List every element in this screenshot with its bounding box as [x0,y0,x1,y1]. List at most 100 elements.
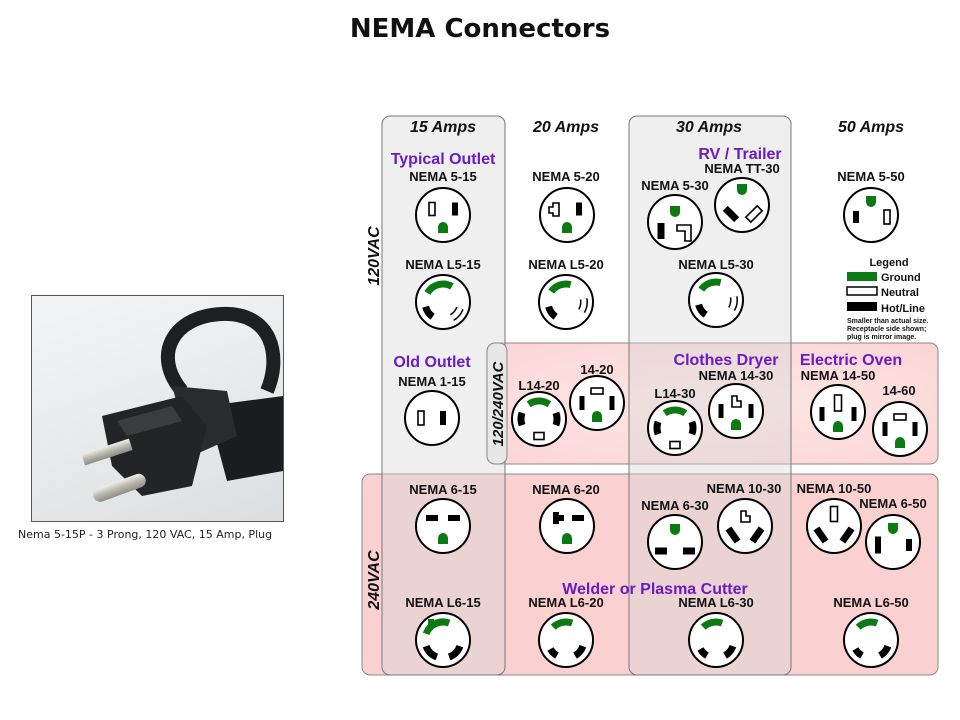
receptacle-l5-20-icon [538,274,594,330]
page-title: NEMA Connectors [349,14,611,44]
connector-14-60: 14-60 [872,383,928,457]
receptacle-14-30-icon [708,383,764,439]
receptacle-l6-20-icon [538,612,594,668]
receptacle-5-15-icon [415,187,471,243]
legend-note-2: Receptacle side shown; [847,326,926,333]
connector-l14-30: L14-30 [647,386,703,456]
connector-6-30: NEMA 6-30 [641,498,709,570]
connector-14-50: NEMA 14-50 [801,368,876,440]
connector-l14-20: L14-20 [511,378,567,447]
voltage-label-240vac: 240VAC [366,550,383,611]
connector-label: NEMA 6-15 [409,482,476,497]
amp-header-20: 20 Amps [532,119,599,136]
amp-header-15: 15 Amps [410,119,476,136]
band-120-240-tab [486,342,508,465]
receptacle-l6-30-icon [688,612,744,668]
receptacle-5-20-icon [539,187,595,243]
connector-label: NEMA L6-20 [528,595,603,610]
connector-label: NEMA L6-15 [405,595,480,610]
receptacle-6-15-icon [415,498,471,554]
voltage-label-120-240vac: 120/240VAC [490,360,507,446]
connector-label: NEMA 6-50 [859,496,926,511]
legend-note-1: Smaller than actual size. [847,318,928,325]
legend-swatch-hot [847,302,877,311]
voltage-label-120vac: 120VAC [366,226,383,286]
connector-label: NEMA 5-30 [641,178,708,193]
connector-5-50: NEMA 5-50 [837,169,905,243]
power-plug-photo-icon [81,306,283,502]
connector-label: NEMA 14-50 [801,368,876,383]
receptacle-14-50-icon [810,384,866,440]
photo-caption: Nema 5-15P - 3 Prong, 120 VAC, 15 Amp, P… [18,528,273,541]
receptacle-14-60-icon [872,401,928,457]
connector-l6-50: NEMA L6-50 [833,595,909,668]
connector-label: NEMA L6-50 [833,595,908,610]
receptacle-14-20-icon [569,375,625,431]
connector-label: NEMA TT-30 [704,161,779,176]
connector-label: NEMA 6-20 [532,482,599,497]
connector-label: NEMA 10-50 [797,481,872,496]
connector-label: NEMA L5-20 [528,257,603,272]
connector-l5-30: NEMA L5-30 [678,257,754,328]
category-clothes-dryer: Clothes Dryer [674,352,779,369]
connector-label: NEMA 5-15 [409,169,476,184]
receptacle-5-50-icon [843,187,899,243]
connector-l6-20: NEMA L6-20 [528,595,604,668]
amp-header-30: 30 Amps [676,119,742,136]
receptacle-10-50-icon [806,498,862,554]
connector-tt-30: NEMA TT-30 [704,161,780,233]
connector-label: L14-20 [518,378,559,393]
legend-swatch-ground [847,272,877,281]
connector-label: NEMA L6-30 [678,595,753,610]
connector-l5-15: NEMA L5-15 [405,257,481,330]
plug-photo [31,295,284,522]
receptacle-l5-30-icon [688,272,744,328]
connector-label: NEMA L5-15 [405,257,480,272]
connector-label: NEMA 1-15 [398,374,465,389]
connector-label: NEMA 5-20 [532,169,599,184]
receptacle-l14-30-icon [647,400,703,456]
category-rv-trailer: RV / Trailer [698,146,781,163]
legend-swatch-neutral [846,286,878,296]
legend: Legend Ground Neutral Hot/Line Smaller t… [846,257,928,341]
connector-label: L14-30 [654,386,695,401]
connector-label: NEMA 6-30 [641,498,708,513]
connector-6-15: NEMA 6-15 [409,482,477,554]
connector-label: 14-60 [882,383,915,398]
connector-5-20: NEMA 5-20 [532,169,600,243]
connector-label: NEMA 5-50 [837,169,904,184]
receptacle-10-30-icon [717,498,773,554]
category-old-outlet: Old Outlet [393,354,471,371]
receptacle-tt-30-icon [714,177,770,233]
receptacle-l6-50-icon [843,612,899,668]
receptacle-6-50-icon [865,514,921,570]
receptacle-l6-15-icon [415,612,471,668]
receptacle-6-20-icon [539,498,595,554]
connector-10-50: NEMA 10-50 [797,481,872,554]
connector-1-15: NEMA 1-15 [398,374,466,446]
receptacle-l14-20-icon [511,391,567,447]
amp-header-50: 50 Amps [838,119,904,136]
connector-label: 14-20 [580,362,613,377]
connector-10-30: NEMA 10-30 [707,481,781,554]
legend-note-3: plug is mirror image. [847,334,916,341]
connector-6-20: NEMA 6-20 [532,482,600,554]
connector-l5-20: NEMA L5-20 [528,257,604,330]
legend-label-ground: Ground [881,272,921,284]
receptacle-1-15-icon [404,390,460,446]
category-welder: Welder or Plasma Cutter [562,581,748,598]
connector-5-15: NEMA 5-15 [409,169,477,243]
connector-6-50: NEMA 6-50 [859,496,927,570]
category-typical-outlet: Typical Outlet [391,151,496,168]
receptacle-l5-15-icon [415,274,471,330]
connector-l6-30: NEMA L6-30 [678,595,754,668]
connector-14-20: 14-20 [569,362,625,431]
connector-label: NEMA 14-30 [699,368,774,383]
connector-label: NEMA L5-30 [678,257,753,272]
connector-14-30: NEMA 14-30 [699,368,774,439]
legend-label-hot: Hot/Line [881,303,925,315]
receptacle-6-30-icon [647,514,703,570]
connector-l6-15: NEMA L6-15 [405,595,481,668]
